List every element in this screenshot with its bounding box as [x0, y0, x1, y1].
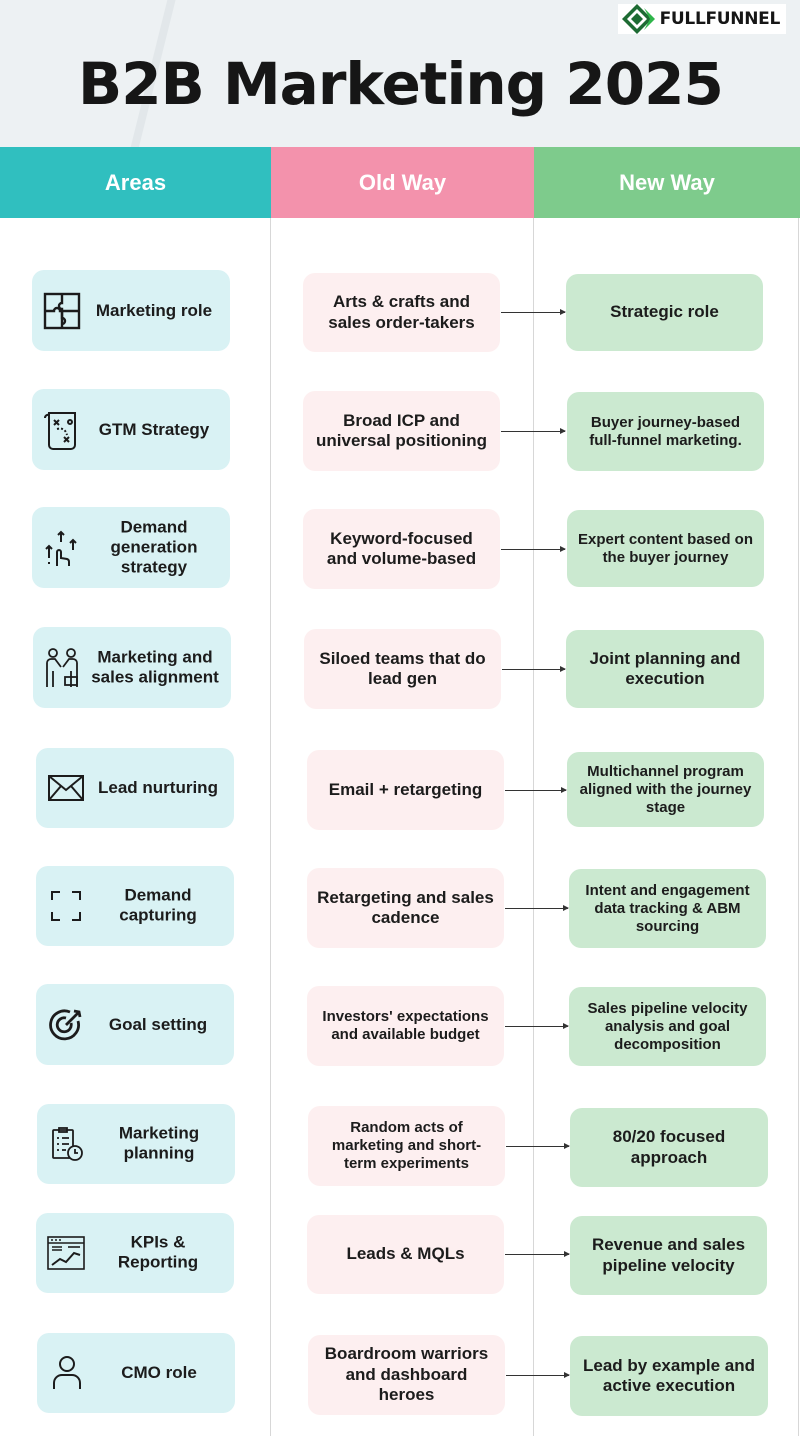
area-box: Marketing role	[32, 270, 230, 351]
new-way-box: Lead by example and active execution	[570, 1336, 768, 1416]
area-label: Demand capturing	[119, 885, 197, 925]
target-icon	[46, 1005, 86, 1045]
old-way-box: Email + retargeting	[307, 750, 504, 830]
new-way-box: Multichannel program aligned with the jo…	[567, 752, 764, 827]
new-way-box: Sales pipeline velocity analysis and goa…	[569, 987, 766, 1066]
old-way-box: Random acts of marketing and short-term …	[308, 1106, 505, 1186]
arrow-connector	[506, 1143, 570, 1149]
new-way-text: Revenue and sales pipeline velocity	[591, 1235, 746, 1275]
area-box: Demand capturing	[36, 866, 234, 946]
arrow-connector	[506, 1372, 570, 1378]
old-way-text: Email + retargeting	[328, 779, 483, 799]
column-header-areas: Areas	[0, 147, 271, 218]
old-way-box: Arts & crafts and sales order-takers	[303, 273, 500, 352]
clipboard-clock-icon	[47, 1124, 87, 1164]
column-header-new-way: New Way	[534, 147, 800, 218]
old-way-box: Investors' expectations and available bu…	[307, 986, 504, 1066]
area-box: Demand generation strategy	[32, 507, 230, 588]
old-way-text: Boardroom warriors and dashboard heroes	[324, 1344, 489, 1405]
area-box: Goal setting	[36, 984, 234, 1065]
old-way-text: Broad ICP and universal positioning	[316, 410, 487, 450]
area-box: KPIs & Reporting	[36, 1213, 234, 1293]
new-way-box: 80/20 focused approach	[570, 1108, 768, 1187]
column-header-old-way: Old Way	[271, 147, 534, 218]
new-way-box: Strategic role	[566, 274, 763, 351]
old-way-text: Keyword-focused and volume-based	[326, 528, 477, 568]
area-label: Marketing and sales alignment	[91, 647, 219, 687]
handshake-icon	[43, 647, 83, 688]
arrow-connector	[501, 546, 566, 552]
area-box: CMO role	[37, 1333, 235, 1413]
new-way-box: Revenue and sales pipeline velocity	[570, 1216, 767, 1295]
growth-hand-icon	[42, 528, 82, 568]
area-label: Goal setting	[108, 1014, 208, 1034]
envelope-icon	[46, 768, 86, 808]
old-way-text: Retargeting and sales cadence	[317, 887, 494, 927]
area-label: KPIs & Reporting	[117, 1232, 199, 1272]
old-way-text: Investors' expectations and available bu…	[322, 1008, 489, 1043]
old-way-text: Random acts of marketing and short-term …	[331, 1119, 482, 1172]
column-divider	[798, 218, 799, 1436]
new-way-text: Strategic role	[610, 302, 719, 322]
new-way-text: Joint planning and execution	[589, 648, 741, 688]
area-box: Marketing planning	[37, 1104, 235, 1184]
old-way-text: Arts & crafts and sales order-takers	[328, 292, 475, 332]
arrow-connector	[505, 1023, 569, 1029]
old-way-box: Broad ICP and universal positioning	[303, 391, 500, 471]
old-way-box: Leads & MQLs	[307, 1215, 504, 1294]
area-label: Demand generation strategy	[110, 516, 198, 577]
old-way-text: Leads & MQLs	[346, 1244, 465, 1264]
dashboard-chart-icon	[46, 1233, 86, 1273]
arrow-connector	[505, 787, 567, 793]
old-way-box: Boardroom warriors and dashboard heroes	[308, 1335, 505, 1415]
new-way-text: Multichannel program aligned with the jo…	[579, 762, 752, 816]
brand-name: FULLFUNNEL	[659, 9, 781, 29]
arrow-connector	[501, 428, 566, 434]
arrow-connector	[505, 905, 569, 911]
capture-frame-icon	[46, 886, 86, 926]
arrow-connector	[505, 1251, 570, 1257]
area-box: Lead nurturing	[36, 748, 234, 828]
arrow-connector	[501, 309, 566, 315]
new-way-box: Expert content based on the buyer journe…	[567, 510, 764, 587]
area-label: Marketing planning	[118, 1123, 200, 1163]
area-box: Marketing and sales alignment	[33, 627, 231, 708]
new-way-text: Expert content based on the buyer journe…	[577, 530, 754, 566]
new-way-box: Buyer journey-based full-funnel marketin…	[567, 392, 764, 471]
area-label: Marketing role	[95, 300, 213, 320]
new-way-text: Intent and engagement data tracking & AB…	[585, 881, 750, 935]
old-way-box: Keyword-focused and volume-based	[303, 509, 500, 589]
new-way-text: Lead by example and active execution	[583, 1355, 755, 1395]
old-way-box: Siloed teams that do lead gen	[304, 629, 501, 709]
new-way-text: Buyer journey-based full-funnel marketin…	[589, 413, 742, 449]
column-divider	[270, 218, 271, 1436]
area-label: CMO role	[121, 1362, 197, 1382]
area-box: GTM Strategy	[32, 389, 230, 470]
brand-logo: FULLFUNNEL	[617, 4, 786, 34]
person-icon	[47, 1353, 87, 1393]
area-label: GTM Strategy	[98, 419, 210, 439]
new-way-text: 80/20 focused approach	[612, 1127, 726, 1167]
puzzle-icon	[42, 291, 82, 331]
new-way-box: Intent and engagement data tracking & AB…	[569, 869, 766, 948]
column-divider	[533, 218, 534, 1436]
fullfunnel-logo-icon	[621, 4, 656, 34]
arrow-connector	[502, 666, 566, 672]
strategy-map-icon	[42, 410, 82, 450]
old-way-text: Siloed teams that do lead gen	[319, 648, 486, 688]
old-way-box: Retargeting and sales cadence	[307, 868, 504, 948]
new-way-box: Joint planning and execution	[566, 630, 764, 708]
header: FULLFUNNEL B2B Marketing 2025	[0, 0, 800, 147]
new-way-text: Sales pipeline velocity analysis and goa…	[587, 999, 748, 1053]
area-label: Lead nurturing	[98, 777, 218, 797]
page-title: B2B Marketing 2025	[78, 50, 724, 118]
